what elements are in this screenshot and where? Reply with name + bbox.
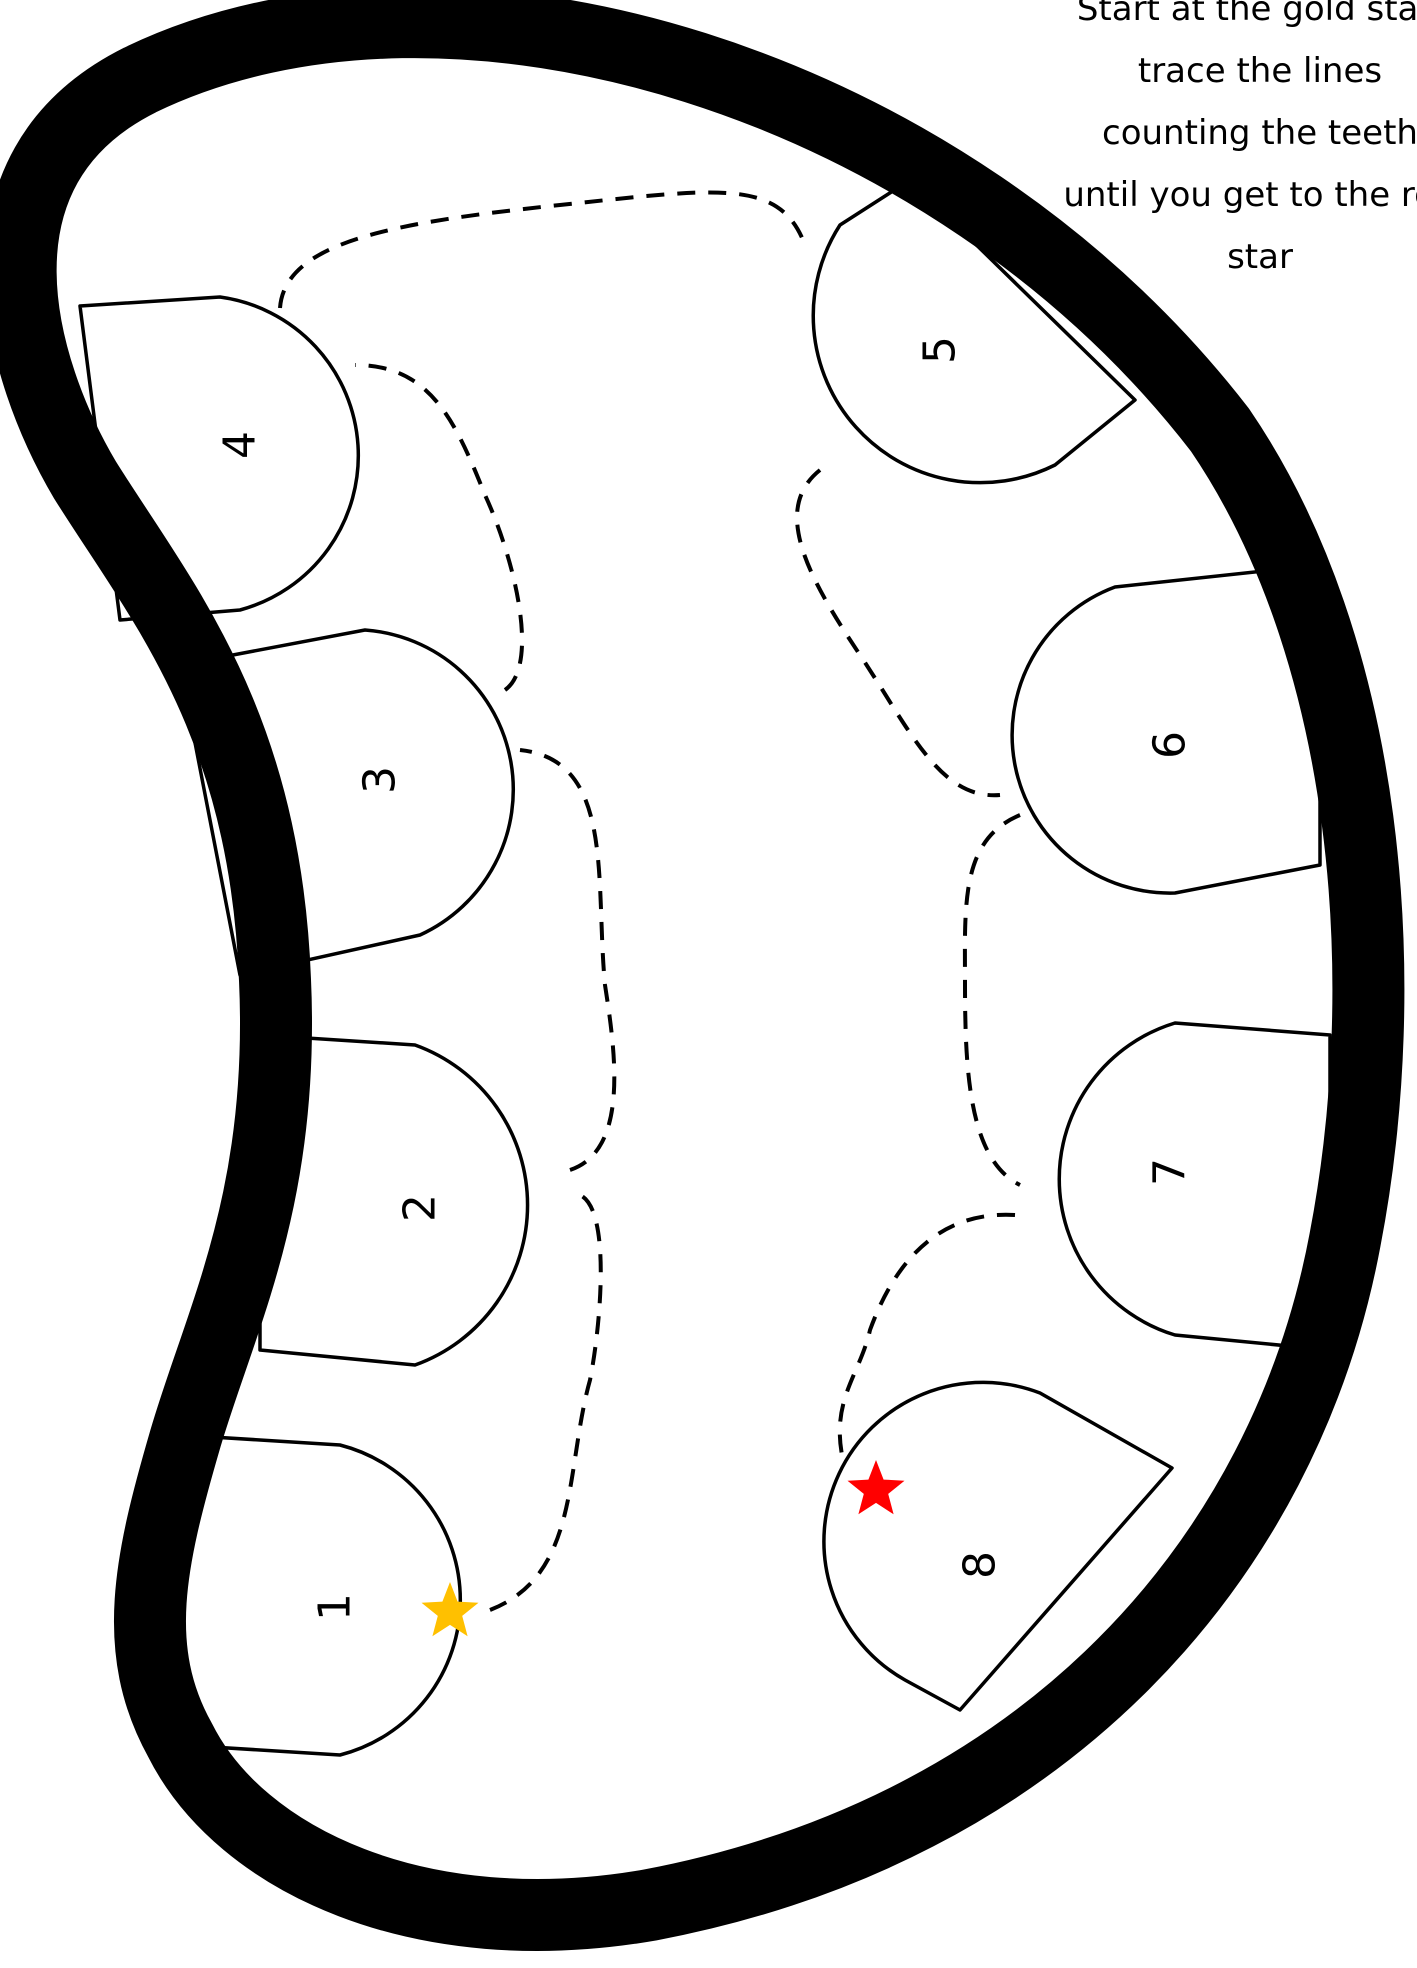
trace-path-3-to-4: [354, 363, 525, 692]
tooth-number-3: 3: [355, 766, 406, 794]
trace-path-1-to-2: [489, 1193, 603, 1612]
tooth-number-4: 4: [215, 431, 266, 459]
tooth-number-1: 1: [310, 1593, 361, 1621]
trace-path-7-to-8: [837, 1212, 1016, 1461]
trace-path-2-to-3: [519, 748, 617, 1172]
trace-path-5-to-6: [795, 468, 1001, 798]
tooth-7: [1057, 1021, 1332, 1352]
instructions-text: Start at the gold star, trace the lines …: [1063, 0, 1417, 277]
trace-path-6-to-7: [962, 813, 1021, 1187]
tooth-number-8: 8: [955, 1551, 1006, 1579]
tooth-number-6: 6: [1145, 731, 1196, 759]
tooth-number-2: 2: [395, 1194, 446, 1222]
tooth-6: [1010, 563, 1322, 895]
red-star-icon: [847, 1460, 905, 1515]
tooth-number-7: 7: [1145, 1158, 1196, 1186]
tooth-8: [822, 1380, 1174, 1712]
gold-star-icon: [421, 1582, 479, 1637]
trace-path-4-to-5: [278, 190, 807, 309]
tooth-2: [258, 1033, 530, 1367]
tooth-number-5: 5: [915, 336, 966, 364]
tooth-5: [811, 178, 1137, 485]
